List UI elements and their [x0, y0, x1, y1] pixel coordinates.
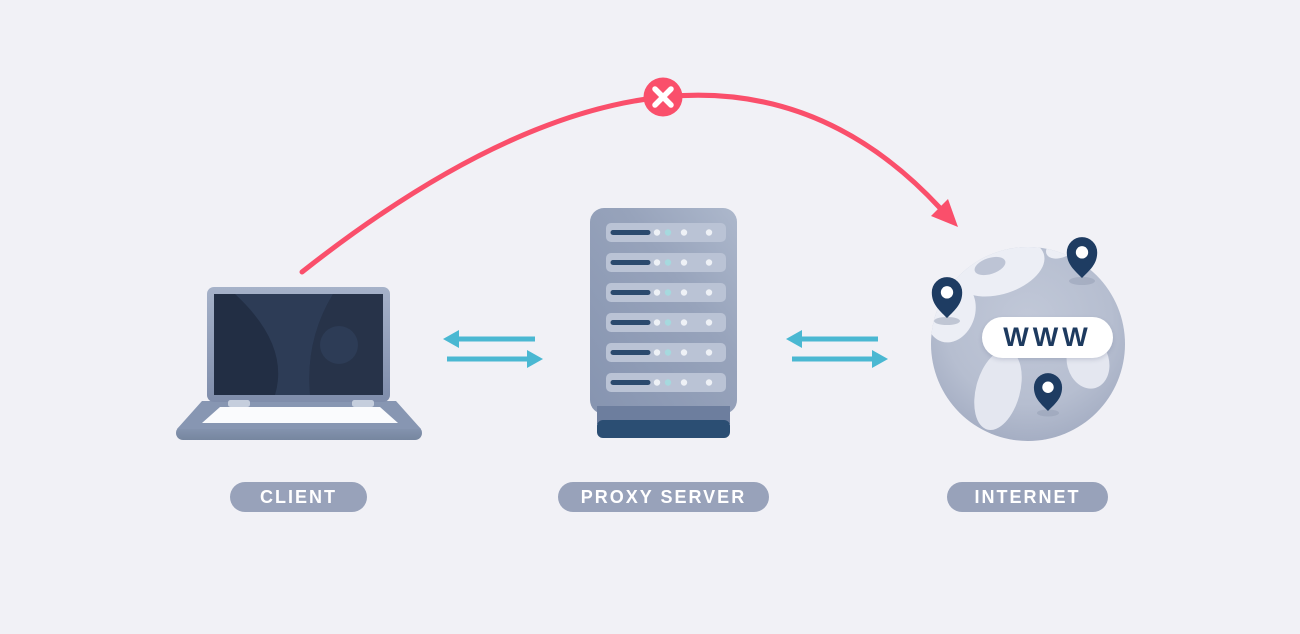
server-slot	[606, 283, 726, 302]
internet-label: INTERNET	[974, 486, 1081, 507]
arrow-left-icon	[786, 330, 878, 348]
laptop-screen	[214, 294, 383, 395]
client-label: CLIENT	[260, 486, 337, 507]
proxy-server-label-pill: PROXY SERVER	[558, 482, 769, 512]
blocked-route-arc	[299, 77, 958, 275]
pin-shadow	[1037, 409, 1059, 417]
server-slot	[606, 253, 726, 272]
laptop-bottom-bar	[176, 426, 422, 440]
server-slot	[606, 223, 726, 242]
server-slot	[606, 373, 726, 392]
arrow-right-icon	[792, 350, 888, 368]
internet-label-pill: INTERNET	[947, 482, 1108, 512]
www-badge-label: WWW	[1003, 322, 1092, 352]
arrow-right-icon	[447, 350, 543, 368]
server-slot	[606, 343, 726, 362]
laptop-icon	[176, 287, 422, 440]
laptop-base-inner	[202, 407, 398, 423]
server-base	[597, 406, 730, 424]
server-foot	[597, 420, 730, 438]
laptop-hinge-left	[228, 400, 250, 407]
www-badge: WWW	[982, 317, 1113, 358]
proxy-internet-arrows	[786, 330, 888, 368]
proxy-server-label: PROXY SERVER	[580, 486, 747, 507]
pin-shadow	[934, 317, 960, 325]
client-label-pill: CLIENT	[230, 482, 367, 512]
server-slot	[606, 313, 726, 332]
client-proxy-arrows	[443, 330, 543, 368]
pin-shadow	[1069, 277, 1095, 285]
blocked-x-icon	[643, 77, 683, 117]
server-icon	[590, 208, 737, 438]
arrow-left-icon	[443, 330, 535, 348]
laptop-hinge-right	[352, 400, 374, 407]
blocked-route-arrowhead	[931, 199, 958, 227]
